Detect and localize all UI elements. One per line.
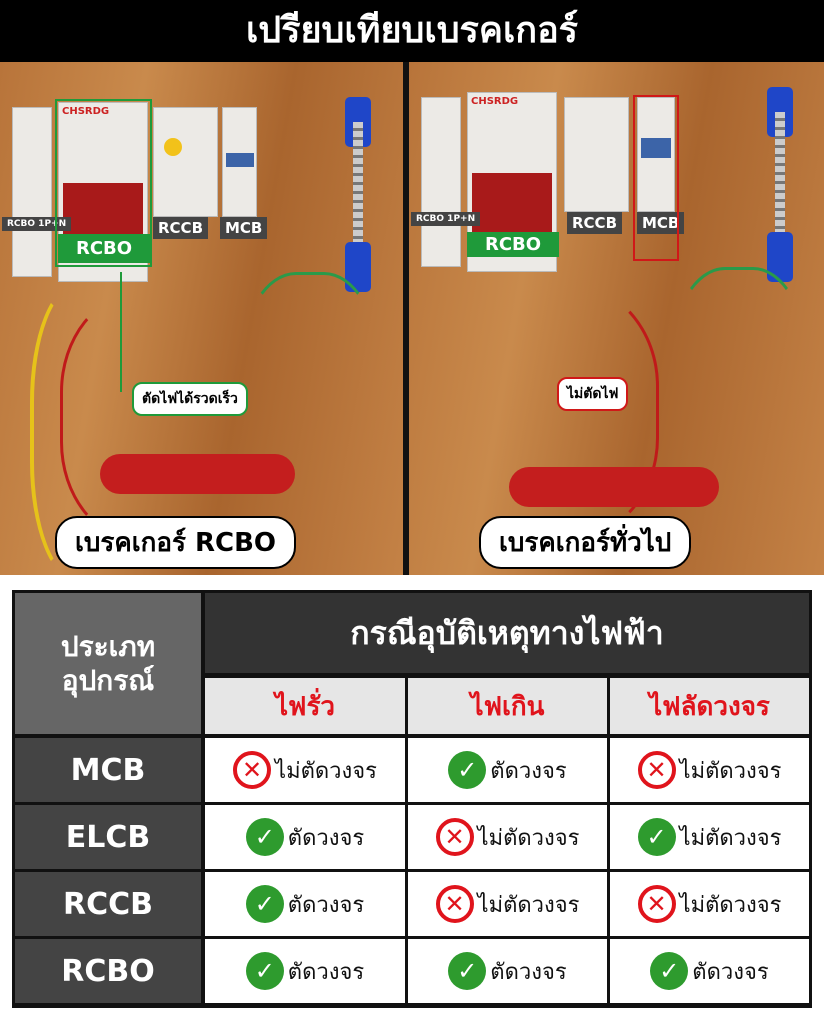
breaker-rcbo-1p [12, 107, 52, 277]
incident-type-header: กรณีอุบัติเหตุทางไฟฟ้า [205, 593, 809, 673]
result-text: ตัดวงจร [490, 758, 567, 784]
brand-text: CHSRDG [62, 106, 110, 117]
result-cell: ✕ไม่ตัดวงจร [408, 805, 607, 869]
divider [403, 62, 409, 575]
result-cell: ✓ตัดวงจร [205, 805, 405, 869]
result-text: ตัดวงจร [490, 959, 567, 985]
result-cell: ✓ตัดวงจร [205, 939, 405, 1003]
cross-icon: ✕ [637, 751, 676, 789]
result-cell: ✓ตัดวงจร [205, 872, 405, 936]
device-label: RCCB [15, 872, 201, 936]
result-cell: ✕ไม่ตัดวงจร [408, 872, 607, 936]
breaker-rcbo-1p [421, 97, 461, 267]
neutral-busbar [775, 112, 785, 282]
page-title: เปรียบเทียบเบรคเกอร์ [0, 0, 824, 62]
result-text: ไม่ตัดวงจร [477, 892, 580, 918]
device-type-header: ประเภท อุปกรณ์ [15, 593, 201, 734]
result-text: ตัดวงจร [287, 959, 365, 985]
result-cell: ✓ตัดวงจร [408, 738, 607, 802]
result-cell: ✓ไม่ตัดวงจร [610, 805, 809, 869]
cross-icon: ✕ [233, 751, 272, 789]
result-cell: ✓ตัดวงจร [610, 939, 809, 1003]
device-label: MCB [15, 738, 201, 802]
label-rcbo-1p: RCBO 1P+N [2, 217, 72, 231]
check-icon: ✓ [245, 818, 284, 856]
check-icon: ✓ [245, 952, 284, 990]
check-icon: ✓ [637, 818, 676, 856]
tester-probe [509, 467, 719, 507]
result-text: ตัดวงจร [692, 959, 769, 985]
result-text: ไม่ตัดวงจร [679, 758, 782, 784]
standard-breaker-demo-photo: CHSRDG RCBO 1P+N RCBO RCCB MCB ไม่ตัดไฟ … [409, 62, 824, 575]
brand-text: CHSRDG [471, 96, 519, 107]
result-text: ตัดวงจร [287, 825, 365, 851]
check-icon: ✓ [448, 751, 487, 789]
callout-fast-trip: ตัดไฟได้รวดเร็ว [132, 382, 248, 416]
check-icon: ✓ [245, 885, 284, 923]
column-header-overload: ไฟเกิน [408, 678, 607, 734]
breaker-rccb [564, 97, 629, 212]
label-mcb: MCB [637, 212, 685, 234]
result-cell: ✓ตัดวงจร [408, 939, 607, 1003]
result-text: ไม่ตัดวงจร [679, 825, 782, 851]
breaker-rccb [153, 107, 218, 217]
mcb-highlight-box [633, 95, 679, 261]
rcbo-demo-photo: CHSRDG RCBO 1P+N RCBO RCCB MCB ตัดไฟได้ร… [0, 62, 403, 575]
breaker-mcb [222, 107, 257, 217]
neutral-busbar [353, 122, 363, 292]
check-icon: ✓ [448, 952, 487, 990]
cross-icon: ✕ [435, 818, 474, 856]
result-text: ไม่ตัดวงจร [679, 892, 782, 918]
wire [240, 272, 380, 502]
result-cell: ✕ไม่ตัดวงจร [610, 872, 809, 936]
wire [30, 282, 150, 575]
cross-icon: ✕ [637, 885, 676, 923]
column-header-short-circuit: ไฟลัดวงจร [610, 678, 809, 734]
wire [429, 282, 659, 542]
wire [60, 292, 260, 542]
caption-rcbo: เบรคเกอร์ RCBO [55, 516, 297, 569]
callout-no-trip: ไม่ตัดไฟ [557, 377, 629, 411]
caption-standard: เบรคเกอร์ทั่วไป [479, 516, 692, 569]
result-cell: ✕ไม่ตัดวงจร [610, 738, 809, 802]
tester-probe [100, 454, 295, 494]
result-text: ไม่ตัดวงจร [477, 825, 580, 851]
label-mcb: MCB [220, 217, 268, 239]
wire [669, 267, 809, 507]
breaker-mcb [637, 97, 675, 212]
label-rcbo: RCBO [467, 232, 559, 257]
column-header-leakage: ไฟรั่ว [205, 678, 405, 734]
cross-icon: ✕ [435, 885, 474, 923]
comparison-table: ประเภท อุปกรณ์ กรณีอุบัติเหตุทางไฟฟ้า ไฟ… [12, 590, 812, 1008]
result-text: ตัดวงจร [287, 892, 365, 918]
result-text: ไม่ตัดวงจร [275, 758, 377, 784]
result-cell: ✕ไม่ตัดวงจร [205, 738, 405, 802]
label-rccb: RCCB [153, 217, 208, 239]
label-rccb: RCCB [567, 212, 622, 234]
rcbo-highlight-box [55, 99, 152, 267]
check-icon: ✓ [650, 952, 689, 990]
label-rcbo: RCBO [58, 234, 150, 263]
device-label: ELCB [15, 805, 201, 869]
label-rcbo-1p: RCBO 1P+N [411, 212, 481, 226]
device-label: RCBO [15, 939, 201, 1003]
